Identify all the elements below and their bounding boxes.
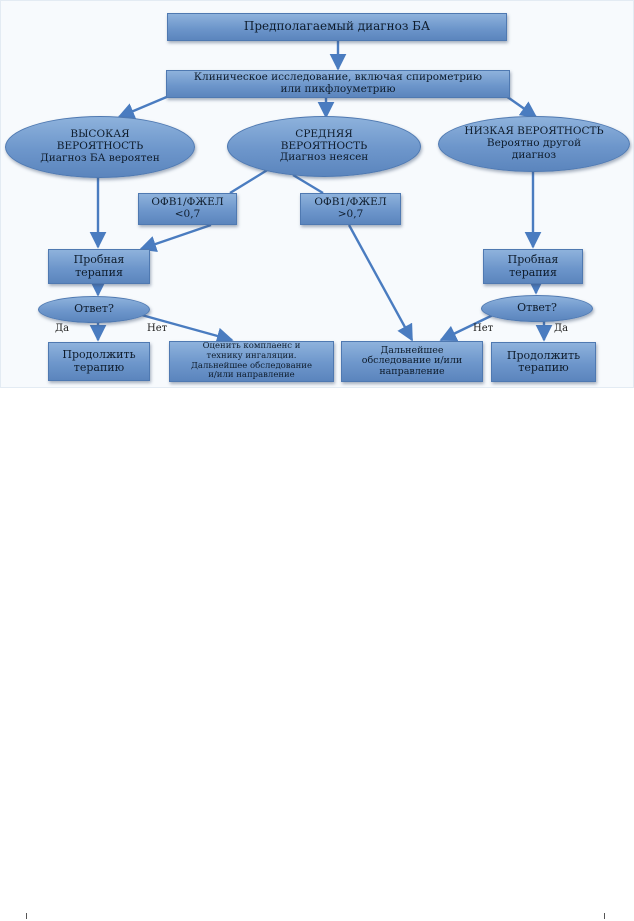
node-fev-above: ОФВ1/ФЖЕЛ >0,7 xyxy=(300,193,401,225)
node-continue-therapy-left-line: Продолжить xyxy=(62,348,136,362)
node-response-left: Ответ? xyxy=(38,296,150,323)
node-response-left-line: Ответ? xyxy=(74,302,114,316)
node-assess-compliance-line: технику ингаляции. xyxy=(206,350,297,361)
node-low-probability: НИЗКАЯ ВЕРОЯТНОСТЬ Вероятно другой диагн… xyxy=(438,116,630,172)
node-trial-therapy-left-line: Пробная xyxy=(73,253,125,267)
node-assess-compliance-line: и/или направление xyxy=(208,370,295,381)
node-further-exam-line: Дальнейшее xyxy=(380,344,444,356)
node-continue-therapy-right: Продолжить терапию xyxy=(491,342,596,382)
node-suspected-diagnosis: Предполагаемый диагноз БА xyxy=(167,13,507,41)
node-trial-therapy-left: Пробная терапия xyxy=(48,249,150,284)
node-trial-therapy-right-line: Пробная xyxy=(507,253,559,267)
arrow-fevlt-trial xyxy=(139,223,212,253)
node-fev-above-line: ОФВ1/ФЖЕЛ xyxy=(314,196,387,209)
node-low-probability-line: Вероятно другой xyxy=(486,137,582,150)
edge-label-no-left: Нет xyxy=(147,323,168,334)
node-clinical-exam-line: Клиническое исследование, включая спиром… xyxy=(193,71,483,84)
node-fev-below-line: <0,7 xyxy=(174,208,201,220)
node-assess-compliance-line: Оценить комплаенс и xyxy=(202,341,301,352)
line-mid-fevgt xyxy=(292,173,324,195)
node-continue-therapy-right-line: Продолжить xyxy=(506,348,581,362)
node-further-exam-line: направление xyxy=(379,365,445,377)
flowchart-connectors xyxy=(89,41,553,345)
node-continue-therapy-left: Продолжить терапию xyxy=(48,342,150,381)
node-low-probability-line: диагноз xyxy=(511,148,557,161)
node-high-probability-line: Диагноз БА вероятен xyxy=(40,151,160,164)
node-assess-compliance-line: Дальнейшее обследование xyxy=(190,360,313,371)
node-response-right: Ответ? xyxy=(481,295,593,322)
node-high-probability: ВЫСОКАЯ ВЕРОЯТНОСТЬ Диагноз БА вероятен xyxy=(5,116,195,178)
node-suspected-diagnosis-line: Предполагаемый диагноз БА xyxy=(243,19,431,34)
arrow-exam-low xyxy=(505,95,538,118)
node-clinical-exam-line: или пикфлоуметрию xyxy=(280,83,396,95)
arrow-resp-assess xyxy=(137,312,234,345)
asthma-diagnosis-flowchart: Предполагаемый диагноз БА Клиническое ис… xyxy=(0,0,634,388)
node-fev-below-line: ОФВ1/ФЖЕЛ xyxy=(151,196,224,209)
node-continue-therapy-left-line: терапию xyxy=(73,360,125,374)
line-mid-fevlt xyxy=(229,167,270,195)
node-further-exam-line: обследование и/или xyxy=(361,355,463,367)
node-assess-compliance: Оценить комплаенс и технику ингаляции. Д… xyxy=(169,341,334,382)
node-medium-probability-line: СРЕДНЯЯ xyxy=(295,127,353,140)
arrow-exam-high xyxy=(117,94,170,119)
node-trial-therapy-right: Пробная терапия xyxy=(483,249,583,284)
node-medium-probability: СРЕДНЯЯ ВЕРОЯТНОСТЬ Диагноз неясен xyxy=(227,116,421,177)
node-clinical-exam: Клиническое исследование, включая спиром… xyxy=(166,70,510,98)
node-fev-above-line: >0,7 xyxy=(337,208,364,220)
page-edge-mark xyxy=(604,913,605,919)
node-trial-therapy-right-line: терапия xyxy=(509,265,557,279)
node-low-probability-line: НИЗКАЯ ВЕРОЯТНОСТЬ xyxy=(464,125,604,138)
arrow-resp-further xyxy=(439,313,494,342)
node-continue-therapy-right-line: терапию xyxy=(518,361,569,374)
edge-label-no-right: Нет xyxy=(473,323,494,334)
edge-label-yes-left: Да xyxy=(55,323,70,334)
node-medium-probability-line: Диагноз неясен xyxy=(279,151,369,164)
node-further-exam: Дальнейшее обследование и/или направлени… xyxy=(341,341,483,382)
node-high-probability-line: ВЫСОКАЯ xyxy=(70,128,130,141)
node-trial-therapy-left-line: терапия xyxy=(75,265,123,279)
node-medium-probability-line: ВЕРОЯТНОСТЬ xyxy=(280,139,368,152)
arrow-fevgt-further xyxy=(347,224,414,342)
node-high-probability-line: ВЕРОЯТНОСТЬ xyxy=(56,140,144,153)
edge-label-yes-right: Да xyxy=(554,323,569,334)
node-fev-below: ОФВ1/ФЖЕЛ <0,7 xyxy=(138,193,237,225)
node-response-right-line: Ответ? xyxy=(517,301,557,315)
page-edge-mark xyxy=(26,913,27,919)
